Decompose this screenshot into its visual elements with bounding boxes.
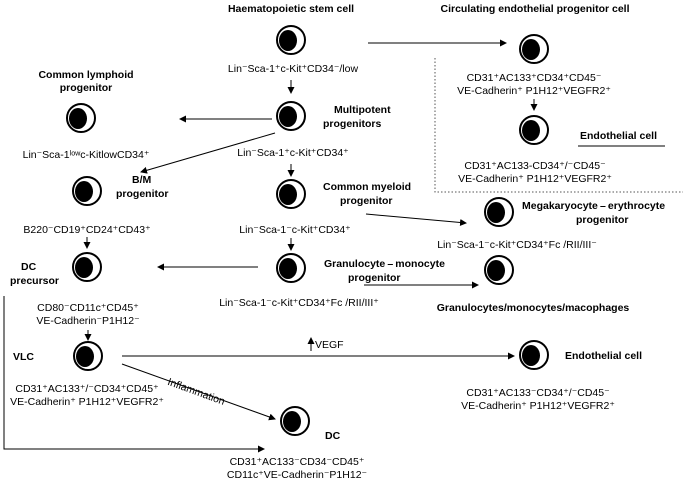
bm-title-2: progenitor <box>116 188 169 200</box>
vegf-label: VEGF <box>315 339 344 351</box>
mpp-title-1: Multipotent <box>334 104 391 116</box>
edge-vlc-to-dc <box>121 363 276 421</box>
edge-mpp-to-bm <box>140 132 276 174</box>
mep-title-1: Megakaryocyte – erythrocyte <box>522 200 666 212</box>
cell-icon-clp <box>66 103 96 133</box>
endothelial-1-title: Endothelial cell <box>580 130 658 142</box>
cell-icon-mep <box>484 197 514 227</box>
cmp-title-1: Common myeloid <box>323 181 412 193</box>
hsc-title: Haematopoietic stem cell <box>227 3 355 15</box>
cell-icon-cmp <box>276 179 306 209</box>
vlc-title: VLC <box>13 351 34 363</box>
cell-icon-gmp <box>276 253 306 283</box>
cell-icon-dcp <box>72 252 102 282</box>
dc-markers-2: CD11c⁺VE-Cadherin⁻P1H12⁻ <box>226 469 368 481</box>
edge-dcp-to-dc-bypass <box>3 296 265 453</box>
cell-icon-hsc <box>276 25 306 55</box>
edge-cmp-to-mep <box>365 213 467 226</box>
cmp-title-2: progenitor <box>340 195 393 207</box>
mep-markers: Lin⁻Sca-1⁻c-Kit⁺CD34⁺Fc /RII/III⁻ <box>437 239 597 251</box>
endothelial-2-title: Endothelial cell <box>565 350 643 362</box>
cell-icon-bm <box>72 176 102 206</box>
vlc-markers-1: CD31⁺AC133⁺/⁻CD34⁺CD45⁺ <box>15 383 159 395</box>
cepc-title: Circulating endothelial progenitor cell <box>440 3 630 15</box>
cepc-markers-1: CD31⁺AC133⁺CD34⁺CD45⁻ <box>466 72 602 84</box>
cell-icon-endothelial-2 <box>519 340 549 370</box>
bm-title-1: B/M <box>132 174 152 186</box>
dc-markers-1: CD31⁺AC133⁻CD34⁻CD45⁺ <box>229 456 365 468</box>
gmp-title-2: progenitor <box>348 272 401 284</box>
cell-icon-mpp <box>276 101 306 131</box>
endothelial-2-markers-1: CD31⁺AC133⁻CD34⁺/⁻CD45⁻ <box>466 387 610 399</box>
mep-title-2: progenitor <box>576 214 629 226</box>
dcp-title-1: DC <box>21 261 37 273</box>
dcp-title-2: precursor <box>10 275 60 287</box>
endothelial-1-markers-2: VE-Cadherin⁺ P1H12⁺VEGFR2⁺ <box>458 173 612 185</box>
endothelial-lineage-box <box>434 58 683 193</box>
bm-markers: B220⁻CD19⁺CD24⁺CD43⁺ <box>23 224 151 236</box>
vlc-markers-2: VE-Cadherin⁺ P1H12⁺VEGFR2⁺ <box>10 396 164 408</box>
cell-icon-dc <box>280 406 310 436</box>
endothelial-1-markers-1: CD31⁺AC133-CD34⁺/⁻CD45⁻ <box>464 160 606 172</box>
cell-icon-granulocytes <box>484 255 514 285</box>
granulocytes-title: Granulocytes/monocytes/macophages <box>436 302 630 314</box>
clp-title-1: Common lymphoid <box>38 69 134 81</box>
dcp-markers-2: VE-Cadherin⁻P1H12⁻ <box>36 315 140 327</box>
mpp-title-2: progenitors <box>323 118 382 130</box>
cepc-markers-2: VE-Cadherin⁺ P1H12⁺VEGFR2⁺ <box>457 85 611 97</box>
cmp-markers: Lin⁻Sca-1⁻c-Kit⁺CD34⁺ <box>239 224 351 236</box>
gmp-title-1: Granulocyte – monocyte <box>324 258 445 270</box>
dc-title: DC <box>325 430 341 442</box>
gmp-markers: Lin⁻Sca-1⁻c-Kit⁺CD34⁺Fc /RII/III⁺ <box>219 297 379 309</box>
mpp-markers: Lin⁻Sca-1⁺c-Kit⁺CD34⁺ <box>237 147 349 159</box>
cell-icon-cepc <box>519 34 549 64</box>
clp-title-2: progenitor <box>59 82 113 94</box>
dcp-markers-1: CD80⁻CD11c⁺CD45⁺ <box>37 302 139 314</box>
hsc-markers: Lin⁻Sca-1⁺c-Kit⁺CD34⁻/low <box>227 63 359 75</box>
cell-icon-endothelial-1 <box>519 115 549 145</box>
endothelial-2-markers-2: VE-Cadherin⁺ P1H12⁺VEGFR2⁺ <box>461 400 615 412</box>
clp-markers: Lin⁻Sca-1ˡᵒʷc-KitlowCD34⁺ <box>22 149 150 161</box>
cell-icon-vlc <box>73 341 103 371</box>
